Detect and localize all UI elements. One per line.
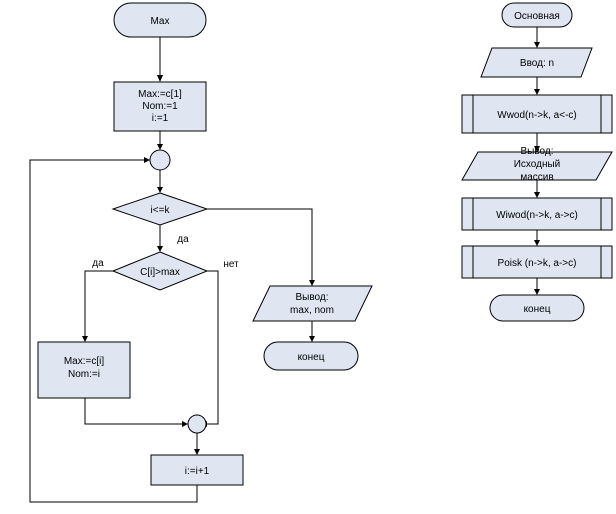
- arrowhead: [194, 449, 200, 455]
- no-label-compare: нет: [223, 259, 239, 270]
- connector: [84, 270, 113, 336]
- end-terminal: [263, 341, 359, 371]
- arrowhead: [309, 280, 315, 286]
- proc-wiwod-label: Wiwod(n->k, a->c): [496, 210, 578, 221]
- assign-line-1: Max:=c[i]: [64, 356, 105, 367]
- loop-condition-label: i<=k: [151, 205, 171, 216]
- arrowhead: [157, 144, 163, 150]
- loop-back-connector: [29, 159, 198, 503]
- init-process: [113, 81, 207, 132]
- main-output-line-3: массив: [520, 172, 553, 183]
- loop-merge-connector: [149, 149, 171, 171]
- output-line-1: Вывод:: [295, 292, 328, 303]
- arrowhead: [144, 157, 150, 163]
- main-output-line-2: Исходный: [514, 159, 561, 170]
- arrowhead: [157, 246, 163, 252]
- connector: [84, 398, 182, 425]
- yes-label-compare: да: [92, 258, 104, 269]
- proc-wwod-label: Wwod(n->k, a<-c): [497, 110, 576, 121]
- arrowhead: [182, 421, 188, 427]
- arrowhead: [157, 187, 163, 193]
- assign-line-2: Nom:=i: [68, 369, 100, 380]
- end-label: конец: [298, 352, 325, 363]
- increment-process: [150, 454, 244, 486]
- init-line-2: Nom:=1: [142, 101, 178, 112]
- init-line-1: Max:=c[1]: [138, 89, 182, 100]
- compare-condition-diamond: [111, 251, 209, 291]
- main-end-terminal: [489, 294, 585, 322]
- arrowhead: [534, 289, 540, 295]
- arrowhead: [534, 42, 540, 48]
- proc-poisk: [461, 245, 613, 279]
- main-end-label: конец: [524, 304, 551, 315]
- arrowhead: [534, 89, 540, 95]
- increment-label: i:=i+1: [185, 466, 210, 477]
- arrowhead: [309, 336, 315, 342]
- main-start-label: Основная: [514, 11, 560, 22]
- connector: [207, 208, 313, 280]
- arrowhead: [82, 336, 88, 342]
- init-line-3: i:=1: [152, 113, 169, 124]
- arrowhead: [157, 75, 163, 82]
- connector: [207, 270, 219, 425]
- arrowhead: [534, 240, 540, 246]
- start-label: Max: [151, 16, 170, 27]
- arrowhead: [534, 192, 540, 198]
- main-output-line-1: Вывод:: [520, 146, 553, 157]
- yes-label-loop: да: [177, 234, 189, 245]
- arrowhead: [534, 146, 540, 152]
- input-parallelogram: [480, 47, 593, 78]
- assign-process: [37, 341, 131, 399]
- proc-poisk-label: Poisk (n->k, a->c): [498, 258, 577, 269]
- compare-condition-label: C[i]>max: [140, 267, 180, 278]
- left-flowchart: Max Max:=c[1] Nom:=1 i:=1 i<=k да C[i]>m…: [29, 2, 373, 503]
- input-label: Ввод: n: [520, 58, 554, 69]
- compare-merge-connector: [187, 414, 207, 434]
- output-parallelogram: [252, 285, 373, 322]
- output-line-2: max, nom: [290, 305, 334, 316]
- right-flowchart: Основная Ввод: n Wwod(n->k, a<-c) Вывод:…: [461, 2, 613, 322]
- proc-wwod: [461, 94, 613, 134]
- main-output-parallelogram: [461, 151, 613, 181]
